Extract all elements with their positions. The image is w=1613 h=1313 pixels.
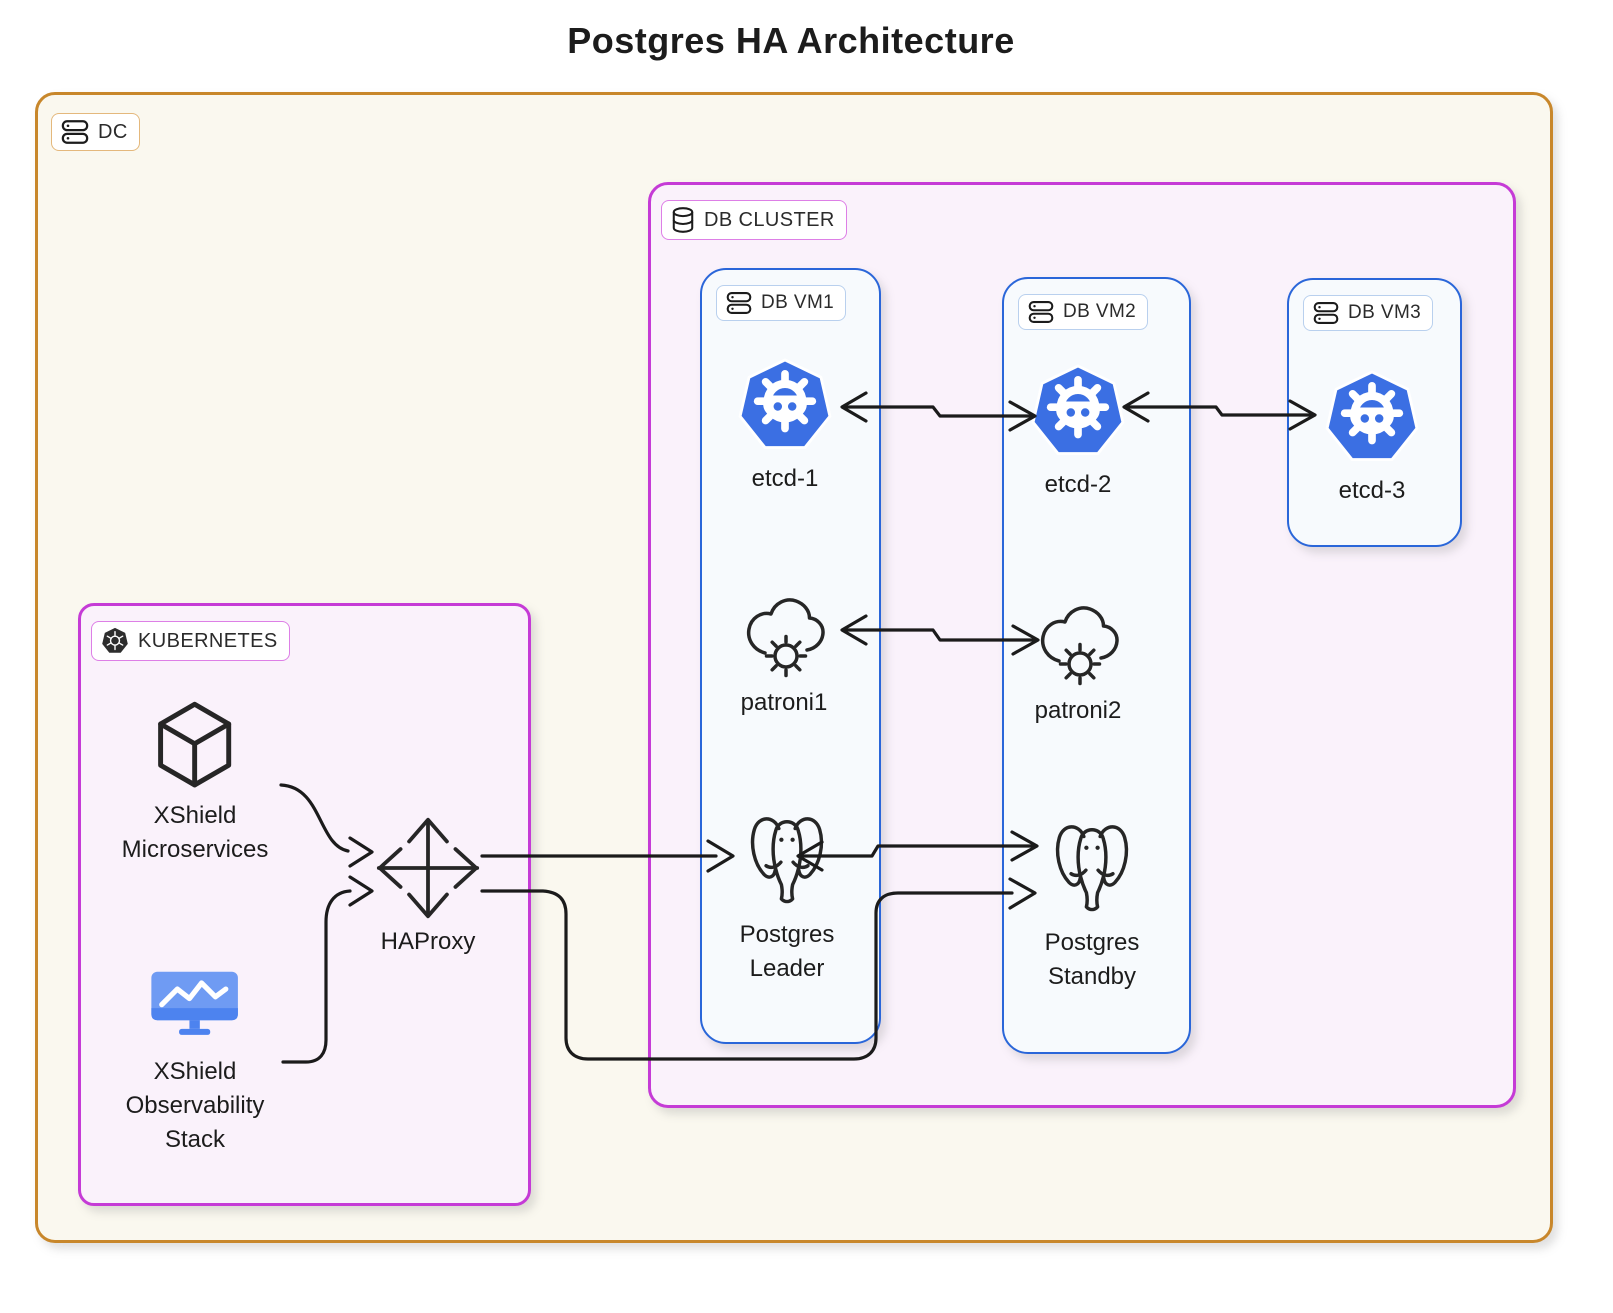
db-vm2-badge-label: DB VM2 bbox=[1063, 301, 1137, 322]
kubernetes-badge-label: KUBERNETES bbox=[138, 629, 278, 652]
server-icon bbox=[1028, 300, 1054, 324]
node-label: patroni2 bbox=[1034, 697, 1122, 724]
node-postgres-standby: Postgres Standby bbox=[1041, 810, 1143, 994]
node-label: etcd-3 bbox=[1338, 477, 1406, 504]
node-postgres-leader: Postgres Leader bbox=[736, 802, 838, 986]
node-haproxy: HAProxy bbox=[375, 815, 481, 959]
db-vm1-badge: DB VM1 bbox=[716, 285, 847, 321]
etcd-icon bbox=[737, 358, 833, 454]
node-label: Postgres bbox=[1044, 929, 1140, 956]
postgres-elephant-icon bbox=[736, 802, 838, 904]
node-label: Postgres bbox=[739, 921, 835, 948]
db-vm2-badge: DB VM2 bbox=[1018, 294, 1149, 330]
node-xshield-microservices: XShield Microservices bbox=[121, 698, 269, 867]
diagram-title: Postgres HA Architecture bbox=[567, 20, 1015, 61]
kubernetes-badge: KUBERNETES bbox=[91, 621, 290, 661]
node-label: XShield bbox=[153, 1058, 237, 1085]
db-vm3-badge: DB VM3 bbox=[1303, 295, 1434, 331]
node-label: Standby bbox=[1047, 963, 1137, 990]
node-label: HAProxy bbox=[380, 928, 476, 955]
patroni-cloud-gear-icon bbox=[734, 590, 834, 680]
node-label: Leader bbox=[749, 955, 825, 982]
cube-icon bbox=[150, 698, 240, 793]
node-label: patroni1 bbox=[740, 689, 828, 716]
db-vm3-badge-label: DB VM3 bbox=[1348, 302, 1422, 323]
node-label: XShield bbox=[153, 802, 237, 829]
node-xshield-observability: XShield Observability Stack bbox=[125, 970, 265, 1157]
monitor-chart-icon bbox=[150, 970, 240, 1041]
node-label: etcd-1 bbox=[751, 465, 819, 492]
etcd-icon bbox=[1324, 370, 1420, 466]
node-etcd-3: etcd-3 bbox=[1324, 370, 1420, 508]
dc-badge-label: DC bbox=[98, 120, 128, 143]
db-cluster-badge: DB CLUSTER bbox=[661, 200, 847, 240]
dc-badge: DC bbox=[51, 113, 140, 151]
server-icon bbox=[726, 291, 752, 315]
node-etcd-2: etcd-2 bbox=[1030, 364, 1126, 502]
four-way-arrows-icon bbox=[375, 815, 481, 921]
patroni-cloud-gear-icon bbox=[1028, 598, 1128, 688]
node-label: Observability bbox=[125, 1092, 265, 1119]
etcd-icon bbox=[1030, 364, 1126, 460]
database-icon bbox=[671, 206, 695, 234]
node-etcd-1: etcd-1 bbox=[737, 358, 833, 496]
db-cluster-badge-label: DB CLUSTER bbox=[704, 208, 835, 231]
node-label: Microservices bbox=[121, 836, 269, 863]
node-patroni2: patroni2 bbox=[1028, 598, 1128, 728]
postgres-elephant-icon bbox=[1041, 810, 1143, 912]
kubernetes-icon bbox=[101, 627, 129, 655]
db-vm1-badge-label: DB VM1 bbox=[761, 292, 835, 313]
server-icon bbox=[61, 119, 89, 145]
node-patroni1: patroni1 bbox=[734, 590, 834, 720]
node-label: Stack bbox=[164, 1126, 226, 1153]
server-icon bbox=[1313, 301, 1339, 325]
node-label: etcd-2 bbox=[1044, 471, 1112, 498]
